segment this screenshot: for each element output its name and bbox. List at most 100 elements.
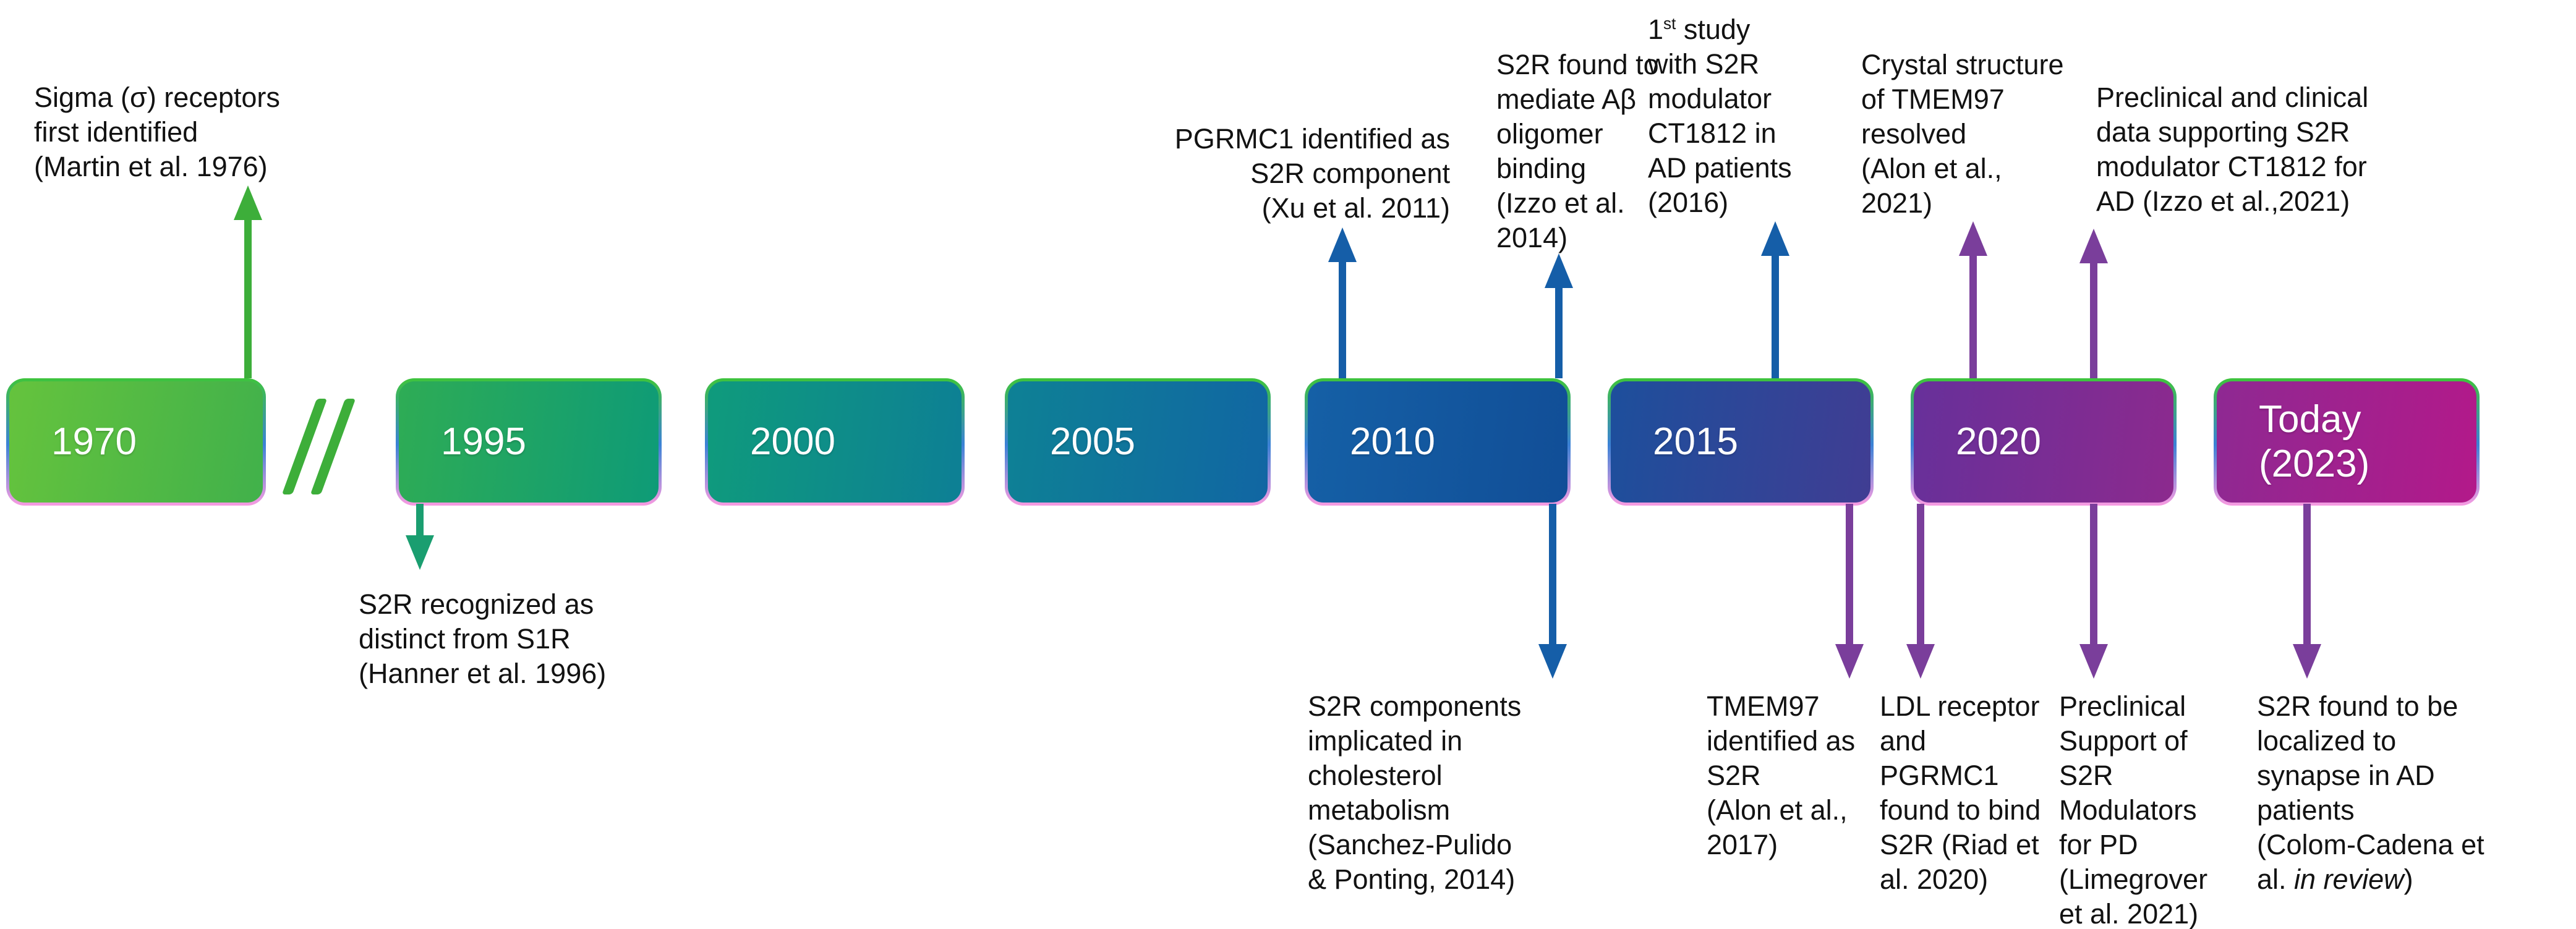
timeline-box-2005: 2005 [1005, 378, 1271, 506]
text-line: S2R (Riad et [1880, 829, 2039, 860]
year-label: 2000 [750, 420, 835, 463]
annotation-ldl-pgrmc1-bind: LDL receptor and PGRMC1 found to bind S2… [1880, 689, 2041, 897]
text-line: identified as [1707, 725, 1856, 757]
timeline-box-2020: 2020 [1911, 378, 2177, 506]
timeline-box-2005-fill: 2005 [1008, 381, 1268, 503]
up-arrow-ct1812-2016 [1761, 221, 1789, 378]
text-segment: 1 [1648, 14, 1664, 45]
timeline-box-1970: 1970 [6, 378, 266, 506]
up-arrow-izzo-2021 [2079, 229, 2108, 378]
text-line: first identified [34, 116, 198, 148]
text-line: S2R [2059, 760, 2113, 791]
text-line: (Colom-Cadena et [2257, 829, 2484, 860]
text-line: Modulators [2059, 794, 2197, 826]
text-line: al. 2020) [1880, 863, 1989, 895]
text-line: oligomer [1496, 118, 1603, 150]
timeline-box-2015-fill: 2015 [1611, 381, 1870, 503]
annotation-sigma-identified: Sigma (σ) receptors first identified (Ma… [34, 80, 280, 184]
text-line: distinct from S1R [359, 623, 571, 655]
annotation-synapse-localization: S2R found to be localized to synapse in … [2257, 689, 2484, 897]
annotation-ab-oligomer-binding: S2R found to mediate Aβ oligomer binding… [1496, 48, 1659, 255]
text-line: for PD [2059, 829, 2138, 860]
up-arrow-martin-1976 [234, 185, 262, 378]
text-line: S2R component [1250, 158, 1450, 189]
text-line: 2021) [1861, 187, 1933, 219]
annotation-preclinical-clinical-ct1812: Preclinical and clinical data supporting… [2096, 80, 2368, 219]
annotation-s2r-distinct-s1r: S2R recognized as distinct from S1R (Han… [359, 587, 606, 691]
text-line: modulator CT1812 for [2096, 151, 2367, 182]
text-line: S2R found to [1496, 49, 1659, 80]
annotation-pd-modulators: Preclinical Support of S2R Modulators fo… [2059, 689, 2207, 929]
text-line: PGRMC1 [1880, 760, 1999, 791]
year-label: 1970 [51, 420, 137, 463]
up-arrow-xu-2011 [1328, 227, 1357, 378]
up-arrow-izzo-2014 [1545, 253, 1573, 378]
down-arrow-alon-2017 [1835, 504, 1864, 679]
text-line: & Ponting, 2014) [1308, 863, 1516, 895]
text-line: (Xu et al. 2011) [1261, 192, 1450, 224]
year-label: 1995 [441, 420, 526, 463]
text-line: patients [2257, 794, 2355, 826]
text-line: 1st study [1648, 12, 1792, 47]
timeline-box-2000: 2000 [705, 378, 965, 506]
timeline-box-2010-fill: 2010 [1308, 381, 1567, 503]
text-line: S2R components [1308, 690, 1522, 722]
down-arrow-riad-2020 [1906, 504, 1935, 679]
text-line: AD (Izzo et al.,2021) [2096, 185, 2350, 217]
annotation-cholesterol-metabolism: S2R components implicated in cholesterol… [1308, 689, 1521, 897]
annotation-first-ct1812-study: 1st study with S2R modulator CT1812 in A… [1648, 12, 1792, 220]
text-line: S2R found to be [2257, 690, 2459, 722]
text-line: Sigma (σ) receptors [34, 82, 280, 113]
text-line: (Alon et al., [1861, 153, 2002, 184]
text-line: with S2R [1648, 48, 1760, 80]
text-line: mediate Aβ [1496, 83, 1637, 115]
text-line: implicated in [1308, 725, 1463, 757]
text-line: binding [1496, 153, 1587, 184]
text-segment: study [1676, 14, 1751, 45]
text-segment: ) [2403, 863, 2413, 895]
year-label: 2015 [1653, 420, 1738, 463]
text-line: S2R recognized as [359, 588, 594, 620]
year-sublabel: (2023) [2259, 443, 2370, 485]
down-arrow-colom-cadena [2293, 504, 2321, 679]
year-label: Today [2259, 398, 2361, 441]
text-line: data supporting S2R [2096, 116, 2350, 148]
text-line: of TMEM97 [1861, 83, 2005, 115]
up-arrow-alon-2021 [1959, 221, 1987, 378]
text-line: al. in review) [2257, 862, 2484, 897]
annotation-pgrmc1-identified: PGRMC1 identified as S2R component (Xu e… [1172, 122, 1450, 226]
text-line: Preclinical and clinical [2096, 82, 2369, 113]
text-segment: al. [2257, 863, 2295, 895]
timeline-box-2010: 2010 [1305, 378, 1571, 506]
text-line: localized to [2257, 725, 2397, 757]
text-line: PGRMC1 identified as [1174, 123, 1450, 155]
text-line: (Izzo et al. [1496, 187, 1625, 219]
down-arrow-limegrover-2021 [2079, 504, 2108, 679]
text-line: Support of [2059, 725, 2188, 757]
text-line: resolved [1861, 118, 1967, 150]
text-line: metabolism [1308, 794, 1451, 826]
text-line: CT1812 in [1648, 117, 1776, 149]
text-line: 2017) [1707, 829, 1778, 860]
superscript-ordinal: st [1663, 14, 1676, 33]
timeline-box-1995: 1995 [396, 378, 662, 506]
text-line: synapse in AD [2257, 760, 2435, 791]
timeline-box-2015: 2015 [1608, 378, 1874, 506]
text-line: et al. 2021) [2059, 898, 2199, 929]
text-line: (Limegrover [2059, 863, 2208, 895]
text-line: (Hanner et al. 1996) [359, 658, 607, 689]
text-line: Crystal structure [1861, 49, 2064, 80]
year-label: 2020 [1956, 420, 2041, 463]
timeline-box-today: Today (2023) [2214, 378, 2480, 506]
timeline-box-1970-fill: 1970 [9, 381, 263, 503]
down-arrow-sanchez-pulido-2014 [1538, 504, 1567, 679]
text-line: modulator [1648, 83, 1772, 114]
text-line: (2016) [1648, 187, 1729, 218]
text-line: found to bind [1880, 794, 2041, 826]
text-line: S2R [1707, 760, 1761, 791]
text-line: TMEM97 [1707, 690, 1820, 722]
timeline-box-today-fill: Today (2023) [2217, 381, 2476, 503]
text-line: (Sanchez-Pulido [1308, 829, 1512, 860]
text-line: Preclinical [2059, 690, 2186, 722]
text-line: AD patients [1648, 152, 1792, 184]
